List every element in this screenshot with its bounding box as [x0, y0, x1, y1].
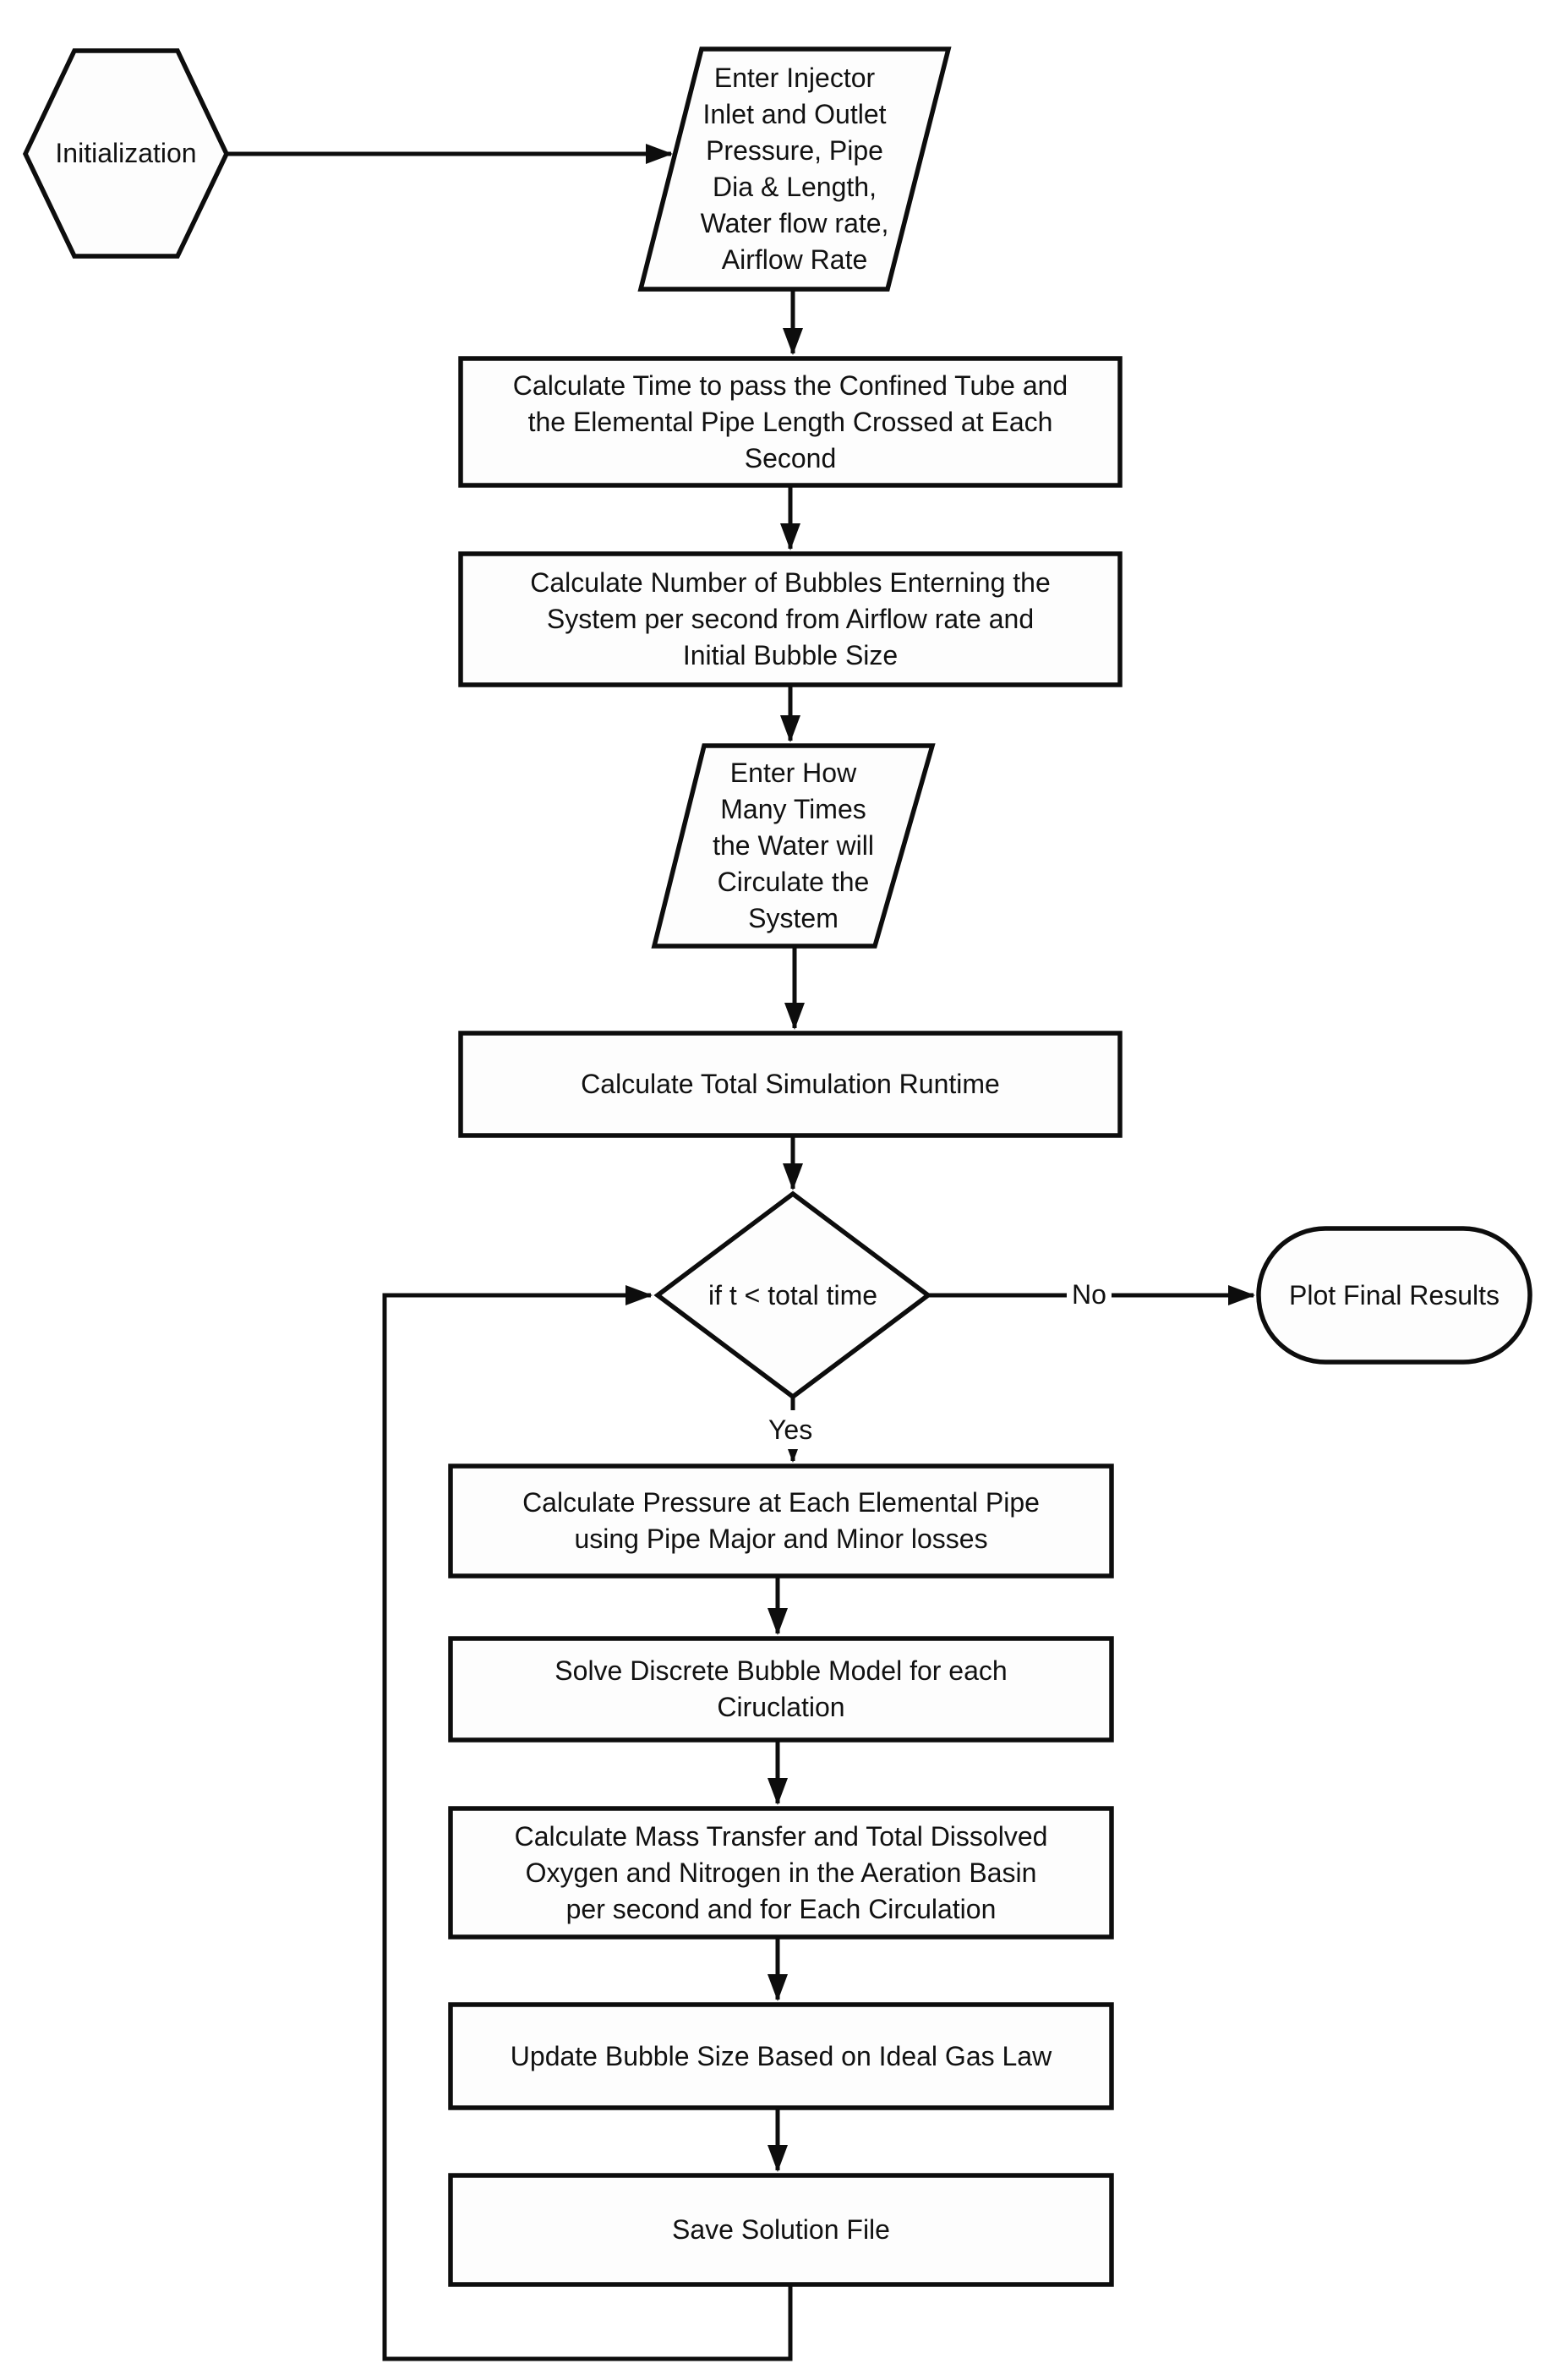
calc-mass-transfer-process-box [448, 1806, 1114, 1940]
enter-injector-inputs-label: Enter Injector Inlet and Outlet Pressure… [700, 63, 889, 275]
initialization-hexagon [22, 48, 230, 259]
enter-circulations-label: Enter How Many Times the Water will Circ… [713, 758, 874, 933]
save-solution-label: Save Solution File [672, 2214, 890, 2245]
update-bubble-size-label: Update Bubble Size Based on Ideal Gas La… [510, 2040, 1052, 2071]
time-check-label: if t < total time [707, 1279, 878, 1310]
plot-results-terminator [1256, 1226, 1532, 1365]
calc-time-label: Calculate Time to pass the Confined Tube… [512, 369, 1068, 473]
edge-label-yes: Yes [763, 1410, 818, 1449]
calc-bubbles-label: Calculate Number of Bubbles Enterning th… [530, 567, 1051, 670]
enter-circulations-parallelogram [651, 743, 936, 949]
calc-mass-transfer-label: Calculate Mass Transfer and Total Dissol… [514, 1820, 1048, 1924]
enter-injector-inputs-parallelogram [637, 47, 952, 292]
solve-bubble-model-label: Solve Discrete Bubble Model for each Cir… [554, 1655, 1008, 1722]
solve-bubble-model-process-box [448, 1636, 1114, 1743]
calc-time-process-box [458, 356, 1123, 488]
calc-pressure-process-box [448, 1464, 1114, 1578]
calc-bubbles-process-box [458, 551, 1123, 687]
calc-runtime-process-box [458, 1031, 1123, 1138]
initialization-label: Initialization [55, 138, 197, 168]
plot-results-label: Plot Final Results [1289, 1279, 1500, 1310]
calc-runtime-label: Calculate Total Simulation Runtime [581, 1069, 1000, 1099]
edge-save-loop-to-decision [382, 1285, 793, 2361]
edge-label-no: No [1067, 1275, 1112, 1314]
update-bubble-size-process-box [448, 2002, 1114, 2110]
time-check-decision-diamond [653, 1190, 932, 1400]
calc-pressure-label: Calculate Pressure at Each Elemental Pip… [522, 1487, 1040, 1554]
save-solution-process-box [448, 2173, 1114, 2287]
